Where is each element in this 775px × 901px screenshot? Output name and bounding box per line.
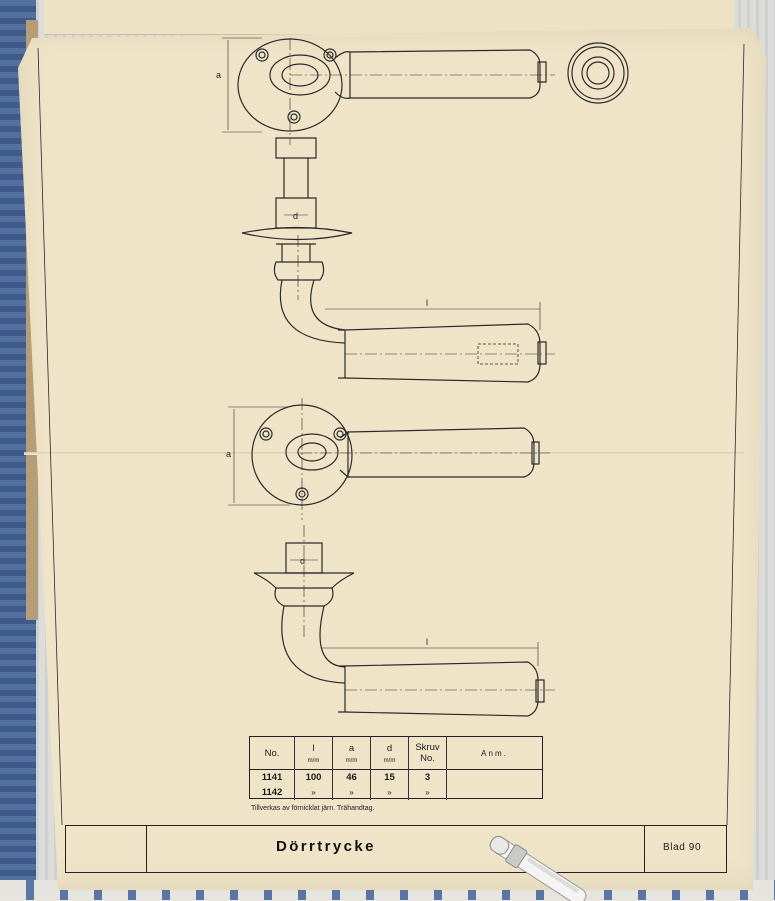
pen-icon <box>489 835 587 901</box>
table-cell <box>447 785 542 800</box>
title-block-divider <box>146 826 147 872</box>
sheet-title: Dörrtrycke <box>276 838 376 855</box>
title-block: Dörrtrycke Blad 90 <box>65 825 727 873</box>
header-anm: Anm. <box>447 737 542 770</box>
dim-d-label-2: d <box>300 556 305 566</box>
table-cell: 1141 <box>250 770 295 785</box>
table-cell: 15 <box>371 770 409 785</box>
table-cell <box>447 770 542 785</box>
dim-d-label-1: d <box>293 211 298 221</box>
page-fold-line <box>24 452 744 455</box>
handle-front-view-2 <box>228 398 550 520</box>
sheet-number: Blad 90 <box>663 842 702 853</box>
header-no: No. <box>250 737 295 770</box>
table-cell: 46 <box>333 770 371 785</box>
dim-l-label-1: l <box>426 298 428 308</box>
dim-l-label-2: l <box>426 637 428 647</box>
material-note: Tillverkas av förnicklat järn. Trähandta… <box>251 805 375 812</box>
dim-a-label-2: a <box>226 449 231 459</box>
dim-a-label-1: a <box>216 70 221 80</box>
table-cell: » <box>371 785 409 800</box>
handle-side-view-2 <box>254 525 555 716</box>
catalog-sheet <box>18 28 766 890</box>
handle-side-view-1 <box>242 138 555 382</box>
table-cell: » <box>333 785 371 800</box>
table-cell: 1142 <box>250 785 295 800</box>
table-cell: » <box>295 785 333 800</box>
title-block-divider <box>644 826 645 872</box>
table-cell: 100 <box>295 770 333 785</box>
handle-front-view-1 <box>222 38 628 145</box>
table-cell: 3 <box>409 770 447 785</box>
table-cell: » <box>409 785 447 800</box>
